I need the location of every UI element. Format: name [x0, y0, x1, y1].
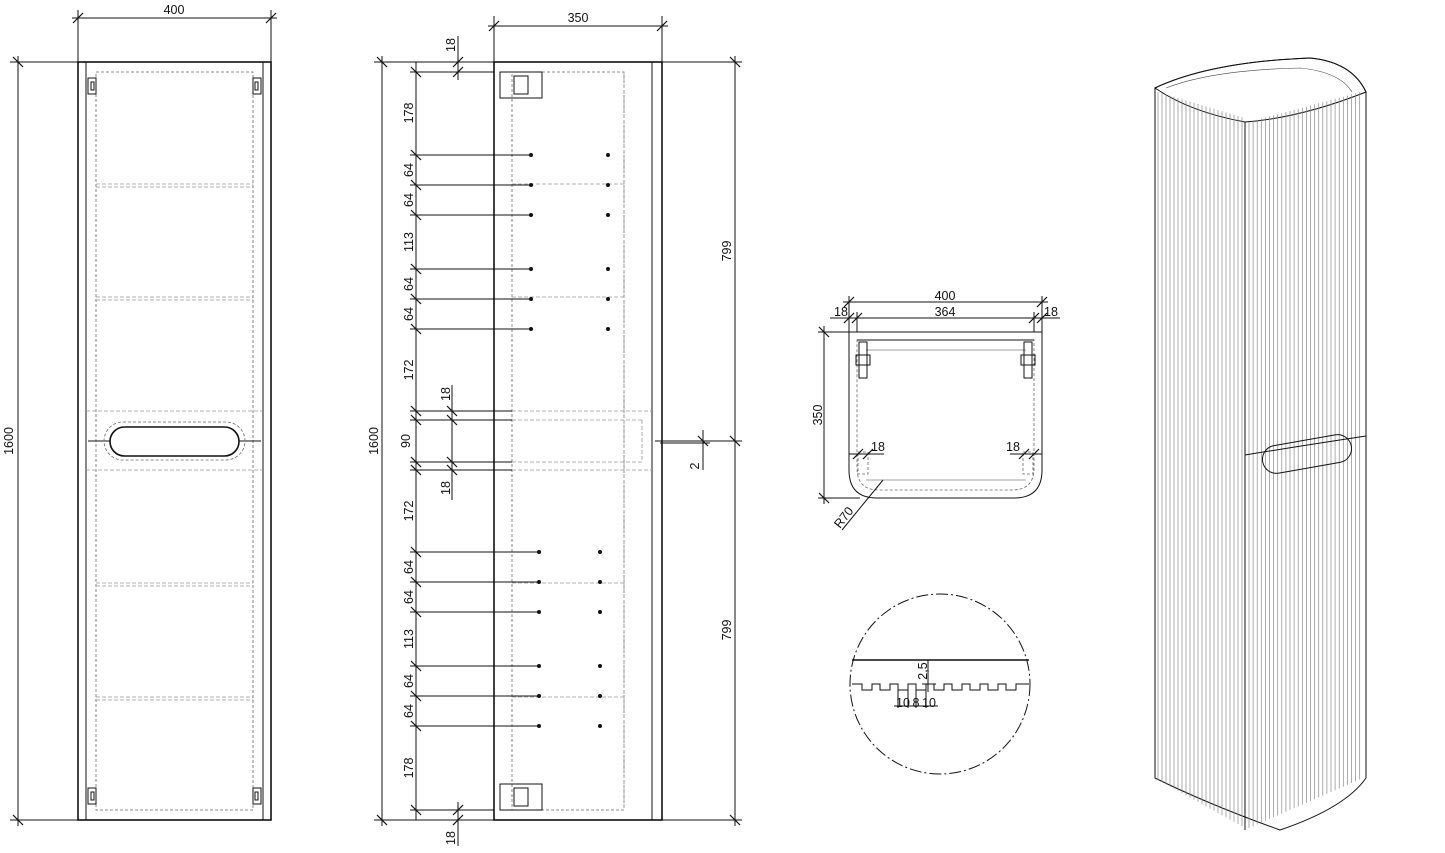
plan-right-side-label: 18	[1044, 305, 1058, 319]
cabinet-3d-render	[1153, 57, 1367, 831]
lower-spacing-label: 64	[402, 590, 416, 604]
flutes	[1157, 92, 1361, 828]
side-view: 350 1600 799 799 2	[367, 11, 742, 846]
front-view: 400 1600	[2, 3, 277, 826]
gap-label: 2	[688, 462, 702, 469]
plan-radius-label: R70	[831, 504, 856, 531]
upper-spacing-label: 178	[402, 103, 416, 124]
lower-spacing-label: 178	[402, 758, 416, 779]
lower-spacing-label: 113	[402, 629, 416, 649]
groove-width-label: 8	[913, 696, 920, 710]
upper-spacing-label: 172	[402, 360, 416, 381]
side-height-label: 1600	[367, 427, 381, 455]
plan-left-side-label: 18	[834, 305, 848, 319]
plan-outer-width-label: 400	[935, 289, 956, 303]
middle-panel-bottom-label: 18	[439, 481, 453, 495]
groove-detail: 2,5 10 8 10	[849, 593, 1031, 775]
hinge-icon	[499, 71, 543, 811]
groove-depth-label: 2,5	[916, 662, 930, 679]
front-height-label: 1600	[2, 427, 16, 455]
upper-spacing-label: 64	[402, 277, 416, 291]
lower-spacing-label: 64	[402, 704, 416, 718]
top-panel-label: 18	[444, 38, 458, 52]
plan-inner-width-label: 364	[935, 305, 956, 319]
groove-width-label: 10	[896, 696, 910, 710]
middle-gap-label: 90	[399, 434, 413, 448]
middle-panel-top-label: 18	[439, 387, 453, 401]
lower-spacing-label: 172	[402, 501, 416, 522]
plan-door-right-label: 18	[1006, 440, 1020, 454]
plan-door-left-label: 18	[871, 440, 885, 454]
hinge-icon	[87, 77, 262, 805]
lower-spacing-label: 64	[402, 560, 416, 574]
plan-depth-label: 350	[811, 405, 825, 426]
bottom-panel-label: 18	[444, 831, 458, 845]
upper-spacing-label: 64	[402, 307, 416, 321]
groove-width-label: 10	[922, 696, 936, 710]
side-depth-label: 350	[568, 11, 589, 25]
lower-spacing-label: 64	[402, 674, 416, 688]
plan-view: 400 364 18 18 350	[811, 289, 1060, 531]
hinge-icon	[855, 341, 1036, 379]
upper-height-label: 799	[720, 241, 734, 262]
upper-spacing-label: 64	[402, 193, 416, 207]
upper-spacing-label: 64	[402, 163, 416, 177]
lower-height-label: 799	[720, 620, 734, 641]
upper-spacing-label: 113	[402, 232, 416, 252]
front-width-label: 400	[164, 3, 185, 17]
